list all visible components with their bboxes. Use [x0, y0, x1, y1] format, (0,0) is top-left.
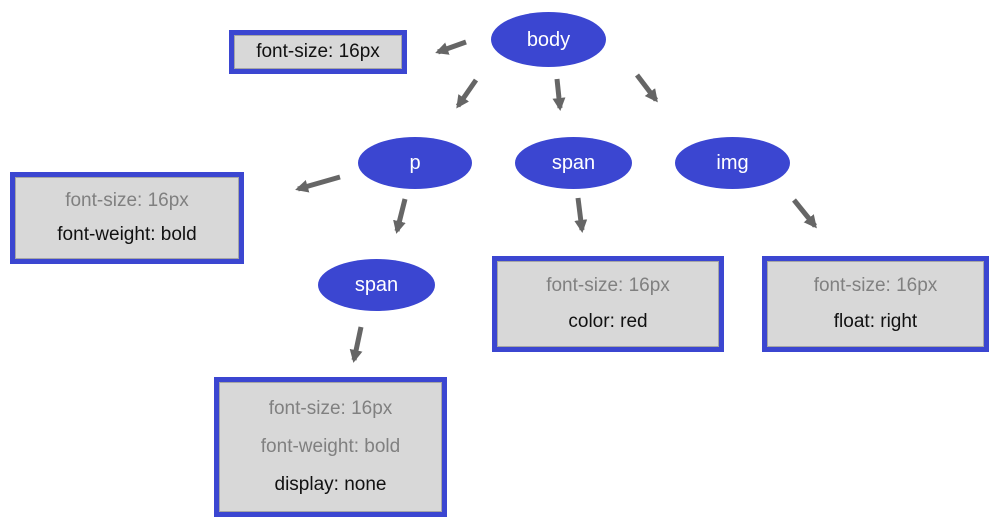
style-rule-inherited: font-size: 16px [65, 189, 189, 211]
arrow-body-to-body-style [435, 39, 467, 55]
node-span-child-label: span [354, 274, 399, 296]
arrow-p-to-span-child [393, 198, 408, 234]
style-rule: font-weight: bold [57, 224, 197, 246]
node-body-label: body [526, 28, 571, 51]
style-rule: float: right [833, 311, 918, 332]
style-box-body: font-size: 16px [229, 30, 407, 74]
style-rule: color: red [568, 311, 648, 332]
style-rule-inherited: font-size: 16px [813, 275, 938, 296]
arrow-spanchild-to-style [349, 326, 364, 363]
node-p-label: p [409, 152, 421, 174]
style-box-p: font-size: 16px font-weight: bold [10, 172, 244, 264]
style-box-span: font-size: 16px color: red [492, 256, 724, 352]
arrow-body-to-p [455, 78, 479, 109]
node-img-label: img [716, 152, 749, 174]
arrow-body-to-span [552, 78, 566, 111]
arrow-span-to-span-style [574, 197, 588, 233]
style-rule-inherited: font-size: 16px [268, 398, 393, 419]
arrow-img-to-img-style [792, 198, 817, 229]
style-rule-inherited: font-size: 16px [546, 275, 670, 296]
node-img: img [675, 137, 790, 189]
node-span: span [515, 137, 632, 189]
arrow-p-to-p-style [295, 174, 341, 193]
style-box-span-child: font-size: 16px font-weight: bold displa… [214, 377, 447, 517]
style-rule: font-size: 16px [256, 41, 380, 62]
node-p: p [358, 137, 472, 189]
style-rule: display: none [274, 474, 387, 495]
arrow-body-to-img [635, 73, 658, 103]
style-rule-inherited: font-weight: bold [260, 436, 401, 457]
node-body: body [491, 12, 606, 67]
style-box-img: font-size: 16px float: right [762, 256, 989, 352]
node-span-child: span [318, 259, 435, 311]
node-span-label: span [551, 152, 596, 174]
